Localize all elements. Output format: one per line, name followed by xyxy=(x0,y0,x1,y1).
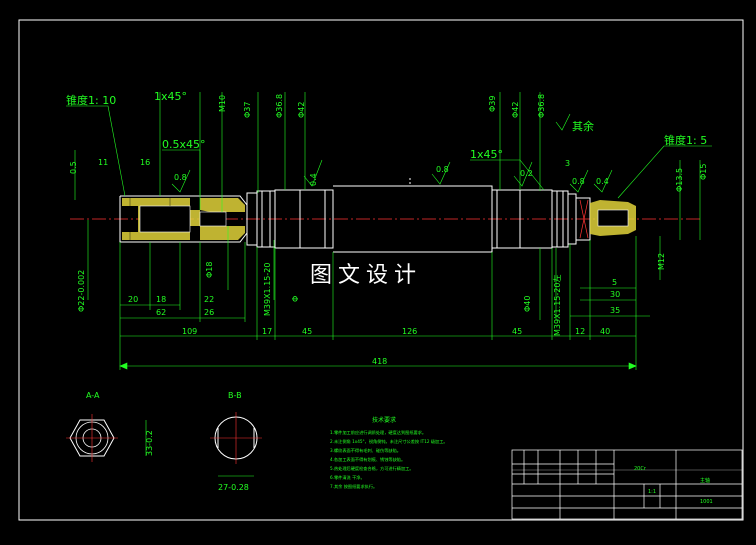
dim-20: 20 xyxy=(128,295,138,304)
watermark: 图文设计 xyxy=(310,263,422,288)
shaft-outline xyxy=(119,178,591,253)
section-b-b: B-B 27-0.28 xyxy=(210,391,262,492)
title-block xyxy=(511,449,743,520)
section-b-dim: 27-0.28 xyxy=(218,483,249,492)
dim-30: 30 xyxy=(610,290,620,299)
section-a-a: A-A 33-0.2 xyxy=(66,391,154,462)
drawing-border xyxy=(18,19,744,521)
dim-26: 26 xyxy=(204,308,214,317)
dim-45-right: 45 xyxy=(512,327,522,336)
thread-left: M39X1.15-20 xyxy=(263,263,272,316)
dia-39: Φ39 xyxy=(488,96,497,112)
section-a-label: A-A xyxy=(86,391,100,400)
dim-40: 40 xyxy=(600,327,610,336)
dim-16: 16 xyxy=(140,158,150,167)
note-line-1: 1.零件加工前应进行调质处理，硬度达到图纸要求。 xyxy=(330,429,426,436)
dim-22: 22 xyxy=(204,295,214,304)
dia-22: Φ22-0.002 xyxy=(77,270,86,312)
roughness-0-8-b: 0.8 xyxy=(436,165,449,174)
taper-right-label: 锥度1: 5 xyxy=(664,133,707,147)
section-b-label: B-B xyxy=(228,391,242,400)
dia-42-right: Φ42 xyxy=(511,102,520,118)
thread-m12: M12 xyxy=(657,253,666,270)
dia-36-8-left: Φ36.8 xyxy=(275,94,284,118)
note-line-7: 7.其余 按图纸要求执行。 xyxy=(330,483,377,490)
dim-17: 17 xyxy=(262,327,272,336)
rest-roughness-label: 其余 xyxy=(572,119,594,133)
dim-62: 62 xyxy=(156,308,166,317)
dia-15: Φ15 xyxy=(699,164,708,180)
notes-title: 技术要求 xyxy=(372,416,396,424)
dim-45-left: 45 xyxy=(302,327,312,336)
dim-total: 418 xyxy=(372,357,387,366)
note-line-6: 6.零件清洗 干净。 xyxy=(330,474,365,481)
note-line-2: 2.未注倒角 1x45°，锐角倒钝，未注尺寸公差按 IT12 级加工。 xyxy=(330,438,448,445)
dia-13-5: Φ13.5 xyxy=(675,168,684,192)
dim-18: 18 xyxy=(156,295,166,304)
roughness-0-4-b: 0.4 xyxy=(596,177,609,186)
roughness-0-2: 0.2 xyxy=(520,169,533,178)
dia-42-left: Φ42 xyxy=(297,102,306,118)
dim-12: 12 xyxy=(575,327,585,336)
dim-109: 109 xyxy=(182,327,197,336)
dim-35: 35 xyxy=(610,306,620,315)
note-line-3: 3.螺纹表面不得有毛刺、碰伤等缺陷。 xyxy=(330,447,401,454)
title-scale: 1:1 xyxy=(648,489,656,495)
dim-0-5: 0.5 xyxy=(69,161,78,174)
left-end-hatch xyxy=(122,198,245,240)
technical-notes: 技术要求 1.零件加工前应进行调质处理，硬度达到图纸要求。 2.未注倒角 1x4… xyxy=(330,416,448,490)
thread-right: M39X1.15-20左 xyxy=(552,275,562,336)
note-line-4: 4.各加工表面不得有划痕、锈蚀等缺陷。 xyxy=(330,456,405,463)
dia-37: Φ37 xyxy=(243,102,252,118)
dia-40: Φ40 xyxy=(523,296,532,312)
taper-left-label: 锥度1: 10 xyxy=(66,93,116,107)
thread-m10: M10 xyxy=(218,95,227,112)
title-material: 20Cr xyxy=(634,466,647,472)
note-line-5: 5.热处理后硬度检查合格，方可进行精加工。 xyxy=(330,465,414,472)
roughness-0-8-a: 0.8 xyxy=(174,173,187,182)
title-part-name: 主轴 xyxy=(700,477,710,484)
dia-18: Φ18 xyxy=(205,262,214,278)
dimension-lines xyxy=(66,92,712,370)
roughness-0-4-a: 0.4 xyxy=(309,173,318,186)
section-a-dim: 33-0.2 xyxy=(145,430,154,456)
roughness-0-8-c: 0.8 xyxy=(572,177,585,186)
title-drawing-no: 1001 xyxy=(700,499,713,505)
chamfer-label-3: 1x45° xyxy=(470,148,503,161)
chamfer-label-1: 1x45° xyxy=(154,90,187,103)
dia-36-8-right: Φ36.8 xyxy=(537,94,546,118)
dim-11: 11 xyxy=(98,158,108,167)
dia-small: Φ xyxy=(291,296,300,302)
dim-3: 3 xyxy=(565,159,570,168)
right-end-hatch xyxy=(579,199,636,239)
chamfer-label-2: 0.5x45° xyxy=(162,138,206,151)
dim-126: 126 xyxy=(402,327,417,336)
dim-5: 5 xyxy=(612,278,617,287)
